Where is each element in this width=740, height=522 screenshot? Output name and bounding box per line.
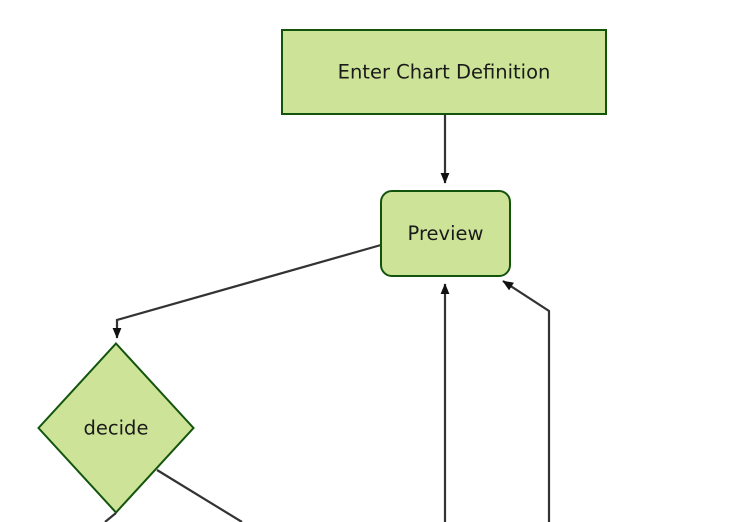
node-decide[interactable]: decide <box>37 342 195 514</box>
edge-preview-to-decide <box>112 243 382 339</box>
node-enter-chart-definition-label: Enter Chart Definition <box>338 61 551 84</box>
node-enter-chart-definition-shape[interactable] <box>281 29 607 115</box>
node-decide-label: decide <box>84 417 149 440</box>
node-preview-label: Preview <box>408 222 484 245</box>
nodes-layer: Enter Chart Definition Preview decide <box>37 29 607 514</box>
node-preview-shape[interactable] <box>380 190 511 277</box>
node-preview[interactable]: Preview <box>380 190 511 277</box>
node-enter-chart-definition[interactable]: Enter Chart Definition <box>281 29 607 115</box>
edge-decide-bottom-out <box>104 512 117 522</box>
node-decide-shape[interactable] <box>37 342 195 514</box>
edges-layer <box>104 114 551 522</box>
edge-decide-bottom-right-out <box>156 469 243 522</box>
edge-bottom-right-to-preview <box>502 280 551 522</box>
